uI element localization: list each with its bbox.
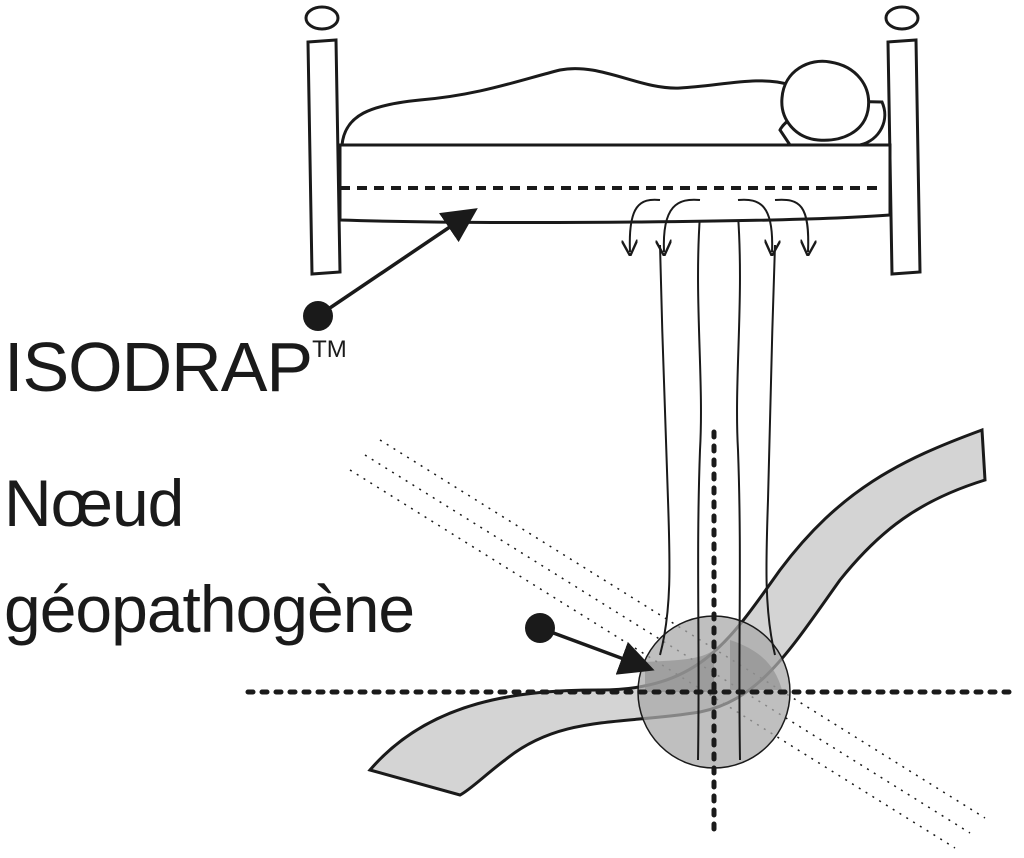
left-post-knob — [304, 5, 340, 31]
node-pointer-arrow — [539, 626, 655, 675]
node-label-line2: géopathogène — [4, 572, 415, 646]
sleeper-head — [780, 59, 871, 142]
geopathic-node-core — [645, 640, 782, 692]
isodrap-text: ISODRAP — [4, 328, 313, 406]
isodrap-label: ISODRAPTM — [4, 332, 347, 402]
isodrap-pointer-dot — [303, 301, 333, 331]
left-bed-post — [306, 38, 342, 276]
blanket — [340, 67, 813, 147]
right-post-knob — [884, 5, 920, 31]
bed-frame — [338, 143, 892, 224]
node-label-line1: Nœud — [4, 466, 184, 540]
trademark-mark: TM — [312, 336, 347, 363]
energy-flow-channels — [659, 214, 776, 761]
node-pointer-dot — [525, 613, 555, 643]
right-bed-post — [886, 38, 922, 276]
bed-icon — [304, 5, 922, 276]
isodrap-pointer-arrow — [317, 208, 478, 318]
deflection-arrows — [630, 198, 808, 252]
sleeping-person-icon — [340, 59, 887, 147]
